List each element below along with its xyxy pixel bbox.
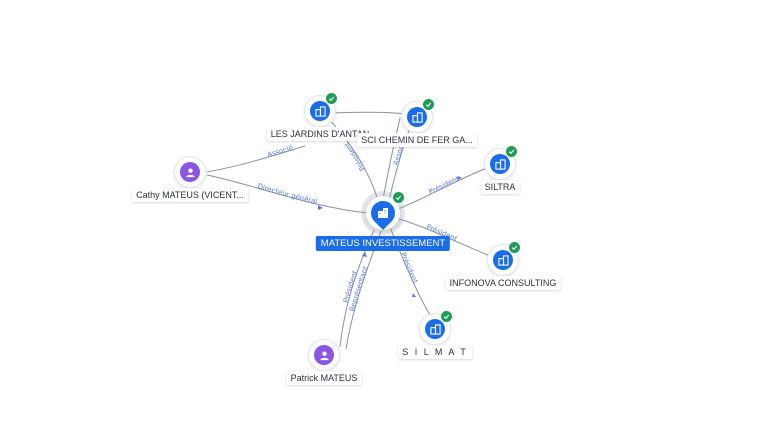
node-label[interactable]: MATEUS INVESTISSEMENT (315, 236, 451, 251)
arrow-cathy-mateus (318, 205, 323, 210)
node-bubble[interactable] (366, 191, 405, 230)
verified-check-icon (422, 98, 435, 111)
edge-jardins-chemin (332, 111, 406, 115)
node-label[interactable]: LES JARDINS D'ANTAN (266, 127, 374, 141)
person-icon (319, 350, 329, 360)
building-icon (494, 158, 506, 170)
edge-label-mateus-siltra: Président (428, 175, 461, 197)
verified-check-icon (508, 241, 521, 254)
edge-label-cathy-jardins: Associé (266, 144, 294, 159)
building-icon (378, 208, 388, 218)
arrow-mateus-siltra (457, 176, 462, 180)
node-bubble[interactable] (175, 157, 205, 187)
edge-jardins-mateus-long (382, 117, 401, 201)
node-label[interactable]: Cathy MATEUS (VICENT... (132, 188, 248, 202)
node-bubble[interactable] (488, 241, 521, 275)
edge-label-cathy-mateus: Directeur général (257, 182, 319, 206)
node-label[interactable]: S I L M A T (398, 345, 472, 359)
node-bubble[interactable] (420, 310, 453, 344)
arrow-patrick (362, 252, 367, 257)
building-icon (497, 254, 509, 266)
map-pin-icon (366, 196, 400, 230)
verified-check-icon (505, 145, 518, 158)
node-label[interactable]: INFONOVA CONSULTING (445, 276, 561, 290)
node-bubble[interactable] (485, 145, 518, 179)
verified-check-icon (440, 310, 453, 323)
arrow-mateus-silmat (412, 293, 416, 297)
edge-label-mateus-silmat: Président (399, 251, 419, 284)
node-label[interactable]: Patrick MATEUS (286, 371, 362, 385)
verified-check-icon (325, 92, 338, 105)
building-icon (314, 105, 326, 117)
node-bubble[interactable] (305, 92, 338, 126)
node-label[interactable]: SILTRA (480, 180, 520, 194)
building-icon (411, 111, 423, 123)
node-bubble[interactable] (402, 98, 435, 132)
building-icon (429, 323, 441, 335)
node-bubble[interactable] (309, 340, 339, 370)
person-icon (185, 167, 195, 177)
verified-check-icon (392, 191, 405, 204)
node-label[interactable]: SCI CHEMIN DE FER GA... (357, 133, 477, 147)
